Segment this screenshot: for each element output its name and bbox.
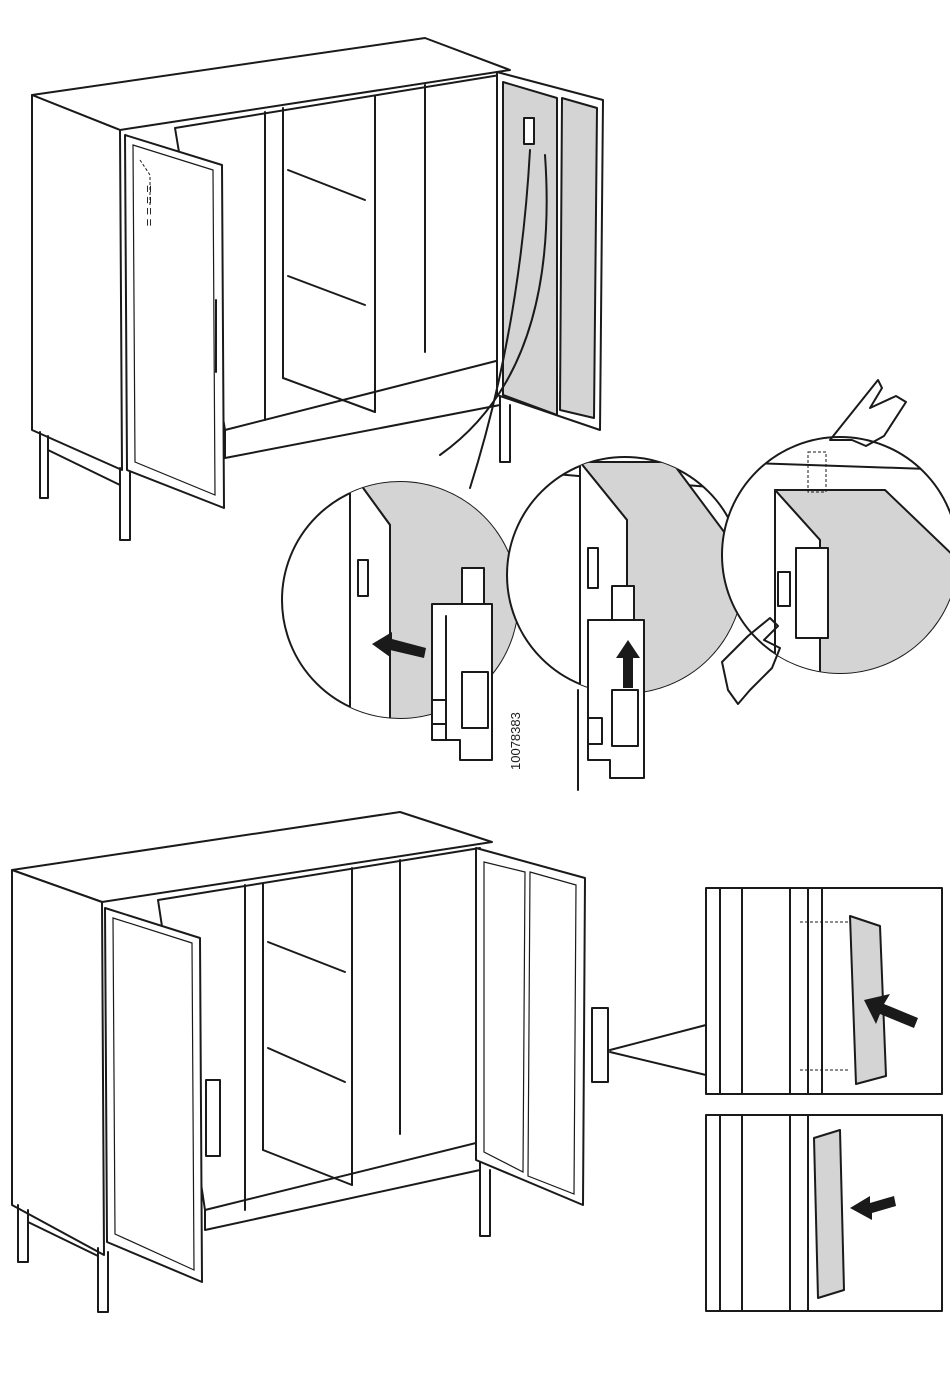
article-code: 10078383 [508,712,523,770]
detail-circle-3 [722,380,950,704]
detail-circle-1: 10078383 [282,460,523,770]
handle-detail-box-1 [706,888,942,1094]
detail-circle-2 [507,457,745,790]
cabinet-top: = = = = [32,38,603,540]
cabinet-bottom [12,812,706,1312]
handle-detail-box-2 [706,1115,942,1311]
svg-text:= = = =: = = = = [142,185,157,226]
